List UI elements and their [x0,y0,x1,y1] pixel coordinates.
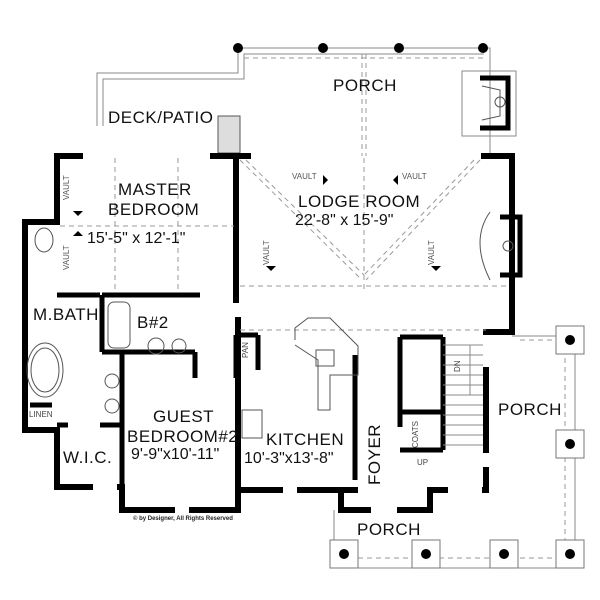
coats-closet-label: COATS [411,421,420,448]
vault-label-lodge-lower-right: VAULT [427,240,436,265]
top-porch-outline [96,43,491,156]
room-label-kitchen: KITCHEN [266,430,345,449]
room-label-porch-top: PORCH [333,76,397,95]
outdoor-fireplace [461,70,517,137]
stairs-down-label: DN [453,360,462,372]
stairs [443,344,483,446]
vault-label-lodge-right: VAULT [402,172,427,181]
room-label-bath-2: B#2 [137,313,169,332]
vault-label-lodge-lower-left: VAULT [262,240,271,265]
room-dims-guest-bedroom: 9'-9"x10'-11" [131,446,220,463]
vault-label-master-top: VAULT [62,175,71,200]
exterior-walls [22,153,515,513]
room-label-master-bedroom-line1: MASTER [118,180,192,199]
vault-label-master-bottom: VAULT [62,245,71,270]
room-dims-kitchen: 10'-3"x13'-8" [244,450,334,467]
copyright-notice: © by Designer, All Rights Reserved [133,516,233,522]
chimney-hatch [217,115,241,154]
room-label-master-bedroom-line2: BEDROOM [108,200,200,219]
room-dims-master-bedroom: 15'-5" x 12'-1" [87,230,186,247]
pantry-label: PAN [241,342,250,358]
right-porch [512,325,585,568]
stairs-up-label: UP [417,458,429,467]
vault-label-lodge-left: VAULT [292,172,317,181]
room-label-deck-patio: DECK/PATIO [108,108,214,127]
room-label-guest-bedroom-line2: BEDROOM#2 [127,427,239,446]
room-label-porch-right: PORCH [498,400,562,419]
room-label-porch-bottom: PORCH [357,520,421,539]
vault-lines [60,158,508,331]
bottom-porch [329,510,585,569]
kitchen-island [241,317,359,439]
linen-closet-label: LINEN [29,410,53,419]
lodge-fireplace [479,211,523,281]
room-label-guest-bedroom-line1: GUEST [153,407,215,426]
room-label-wic: W.I.C. [63,448,113,467]
room-label-lodge-room: LODGE ROOM [298,192,421,211]
room-dims-lodge-room: 22'-8" x 15'-9" [295,212,394,229]
interior-walls [30,292,446,487]
vault-arrows [73,175,441,271]
room-label-master-bath: M.BATH [33,305,99,324]
room-label-foyer: FOYER [365,423,384,485]
bath-fixtures [26,227,187,414]
